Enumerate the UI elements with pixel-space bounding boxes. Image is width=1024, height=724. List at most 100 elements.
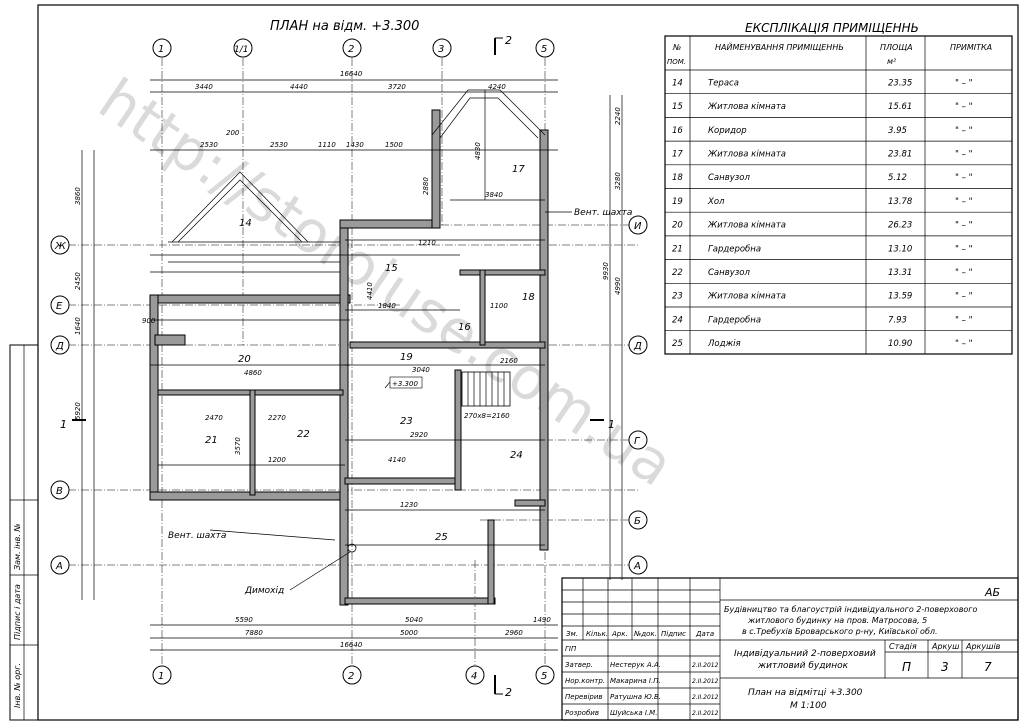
axis-left-a: А: [55, 561, 63, 572]
interior-dimensions: 2530 200 2530 1110 1430 1500 1210 4830 2…: [142, 129, 518, 509]
exp-row-area: 13.31: [888, 268, 912, 278]
section-marker-right: 1: [590, 418, 615, 431]
exp-row-name: Санвузол: [708, 173, 750, 183]
stamp-project-2: житлового будинку на пров. Матросова, 5: [747, 616, 927, 625]
int-dim-1: 200: [226, 129, 240, 137]
stamp-sheet: 3: [941, 660, 949, 674]
stamp-role: Перевірив: [565, 693, 603, 701]
exp-row-area: 10.90: [888, 339, 912, 349]
exp-row-area: 13.59: [888, 292, 912, 302]
section-mark-bottom: 2: [505, 686, 512, 699]
exp-row-note: " – ": [955, 292, 973, 302]
exp-row-area: 23.35: [888, 78, 912, 88]
stamp-role-name: Ратушна Ю.В.: [610, 693, 661, 701]
room-23: 23: [400, 416, 413, 427]
int-dim-10: 4410: [366, 282, 374, 300]
int-dim-4: 1430: [346, 141, 364, 149]
room-17: 17: [512, 164, 525, 175]
int-dim-19: 1200: [268, 456, 286, 464]
exp-row-area: 15.61: [888, 102, 912, 112]
exp-head-no2: ПОМ.: [667, 58, 686, 66]
stamp-col-sign: Підпис: [661, 630, 686, 638]
bottom-dim-1: 5590: [235, 616, 253, 624]
stamp-col-zm: Зм.: [566, 630, 578, 638]
int-dim-6: 1210: [418, 239, 436, 247]
int-dim-8: 2880: [422, 177, 430, 195]
exp-row-name: Житлова кімната: [707, 102, 786, 112]
stamp-col-date: Дата: [695, 630, 714, 638]
int-dim-14: 4860: [244, 369, 262, 377]
stamp-role: Затвер.: [565, 661, 593, 669]
bay-room-17-outline: [431, 89, 546, 200]
room-21: 21: [205, 435, 218, 446]
exp-head-note: ПРИМІТКА: [950, 43, 992, 52]
axis-right-g: Г: [634, 436, 641, 447]
overall-dim-top: 16640: [340, 70, 363, 78]
room-24: 24: [510, 450, 523, 461]
vent-shaft-left-label: Вент. шахта: [168, 531, 226, 541]
exp-row-area: 13.78: [888, 197, 913, 207]
exp-row-note: " – ": [955, 102, 973, 112]
interior-dimension-lines: [150, 149, 558, 546]
int-dim-11: 1840: [378, 302, 396, 310]
room-25: 25: [435, 532, 448, 543]
bottom2-dim-2: 5000: [400, 629, 418, 637]
top-dim-2: 4440: [290, 83, 308, 91]
walls: [149, 109, 549, 606]
left-dim-1: 3860: [74, 187, 82, 205]
room-20: 20: [238, 354, 251, 365]
level-mark: +3.300: [384, 376, 423, 389]
axis-bottom-4: 4: [471, 671, 477, 682]
stamp-stage: П: [902, 660, 911, 674]
section-side-left: 1: [60, 418, 67, 431]
exp-row-name: Гардеробна: [708, 244, 761, 254]
exp-row-name: Житлова кімната: [707, 292, 786, 302]
exp-row-note: " – ": [955, 221, 973, 231]
exp-row-note: " – ": [955, 339, 973, 349]
left-dim-3: 1640: [74, 317, 82, 335]
int-dim-15: 2470: [205, 414, 223, 422]
int-dim-23: 1100: [490, 302, 508, 310]
stair-note: 270х8=2160: [464, 412, 510, 420]
exp-row-no: 20: [672, 221, 683, 231]
exp-row-note: " – ": [955, 150, 973, 160]
chimney-label: Димохід: [244, 586, 284, 596]
section-side-right: 1: [608, 418, 615, 431]
exp-row-area: 26.23: [888, 221, 912, 231]
exp-head-unit: м²: [887, 57, 897, 66]
explication-title: ЕКСПЛІКАЦІЯ ПРИМІЩЕННЬ: [745, 21, 919, 35]
axis-right-b: Б: [634, 516, 641, 527]
section-mark-top: 2: [505, 34, 512, 47]
int-dim-22: 2160: [500, 357, 518, 365]
exp-head-area: ПЛОЩА: [880, 43, 913, 52]
exp-row-note: " – ": [955, 197, 973, 207]
section-marker-bottom: 2: [494, 675, 512, 699]
int-dim-18: 2920: [410, 431, 428, 439]
stamp-col-ark: Арк.: [611, 630, 628, 638]
side-stamp: Інв. № орг. Підпис і дата Зам. інв. №: [9, 344, 39, 721]
exp-row-no: 16: [672, 126, 683, 136]
axis-bottom-1: 1: [158, 671, 164, 682]
exp-row-no: 17: [672, 150, 683, 160]
exp-row-note: " – ": [955, 244, 973, 254]
exp-row-name: Тераса: [708, 78, 739, 88]
stamp-role-name: Макарина І.П.: [610, 677, 661, 685]
stamp-drawing-2: М 1:100: [790, 701, 827, 711]
exp-row-no: 25: [672, 339, 683, 349]
stamp-sheets-label: Аркушів: [965, 642, 1001, 651]
stamp-project-3: в с.Требухів Броварського р-ну, Київсько…: [742, 627, 938, 636]
axis-left-d: Д: [55, 341, 64, 352]
stamp-sheet-label: Аркуш: [931, 642, 960, 651]
exp-row-no: 22: [672, 268, 683, 278]
bottom2-dim-3: 2960: [505, 629, 523, 637]
exp-row-area: 13.10: [888, 244, 912, 254]
int-dim-3: 1110: [318, 141, 336, 149]
int-dim-12: 900: [142, 317, 156, 325]
explication-table: ЕКСПЛІКАЦІЯ ПРИМІЩЕННЬ № ПОМ. НАЙМЕНУВАН…: [664, 21, 1013, 355]
stamp-stage-label: Стадія: [889, 642, 917, 651]
stamp-role: Розробив: [565, 709, 599, 717]
axis-bubbles-left: Ж Е Д В А: [50, 235, 70, 575]
exp-row-area: 7.93: [888, 315, 907, 325]
